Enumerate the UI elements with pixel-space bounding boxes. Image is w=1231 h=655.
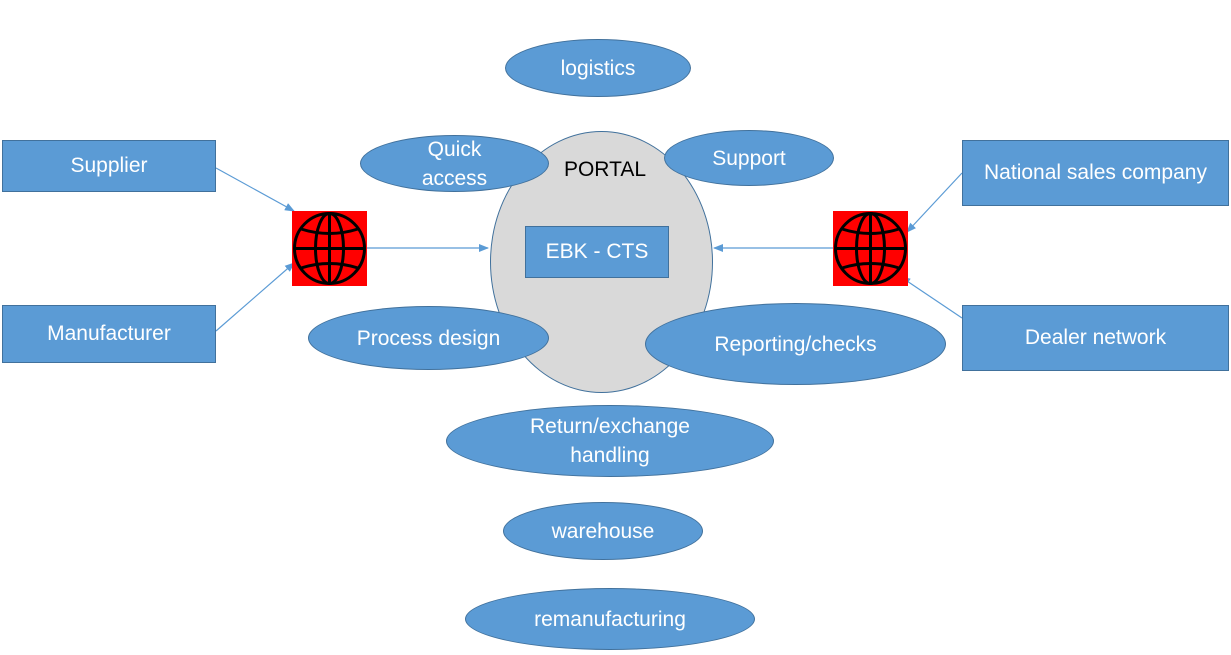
manufacturer-box: Manufacturer <box>2 305 216 363</box>
national-sales-company-box: National sales company <box>962 140 1229 206</box>
globe-icon <box>833 211 908 286</box>
support-oval: Support <box>664 130 834 186</box>
reporting-checks-oval: Reporting/checks <box>645 303 946 385</box>
connector-manufacturer-to-left-globe <box>215 262 295 332</box>
connector-national-sales-to-right-globe <box>906 172 963 233</box>
dealer-network-box: Dealer network <box>962 305 1229 371</box>
connector-dealer-network-to-right-globe <box>900 276 963 319</box>
warehouse-oval: warehouse <box>503 502 703 560</box>
ebk-cts-box: EBK - CTS <box>525 226 669 278</box>
remanufacturing-oval: remanufacturing <box>465 588 755 650</box>
globe-icon <box>292 211 367 286</box>
logistics-oval: logistics <box>505 39 691 97</box>
portal-label: PORTAL <box>563 158 647 181</box>
quick-access-oval: Quick access <box>360 135 549 192</box>
return-exchange-oval: Return/exchange handling <box>446 405 774 477</box>
supplier-box: Supplier <box>2 140 216 192</box>
process-design-oval: Process design <box>308 306 549 370</box>
connector-supplier-to-left-globe <box>215 167 295 212</box>
